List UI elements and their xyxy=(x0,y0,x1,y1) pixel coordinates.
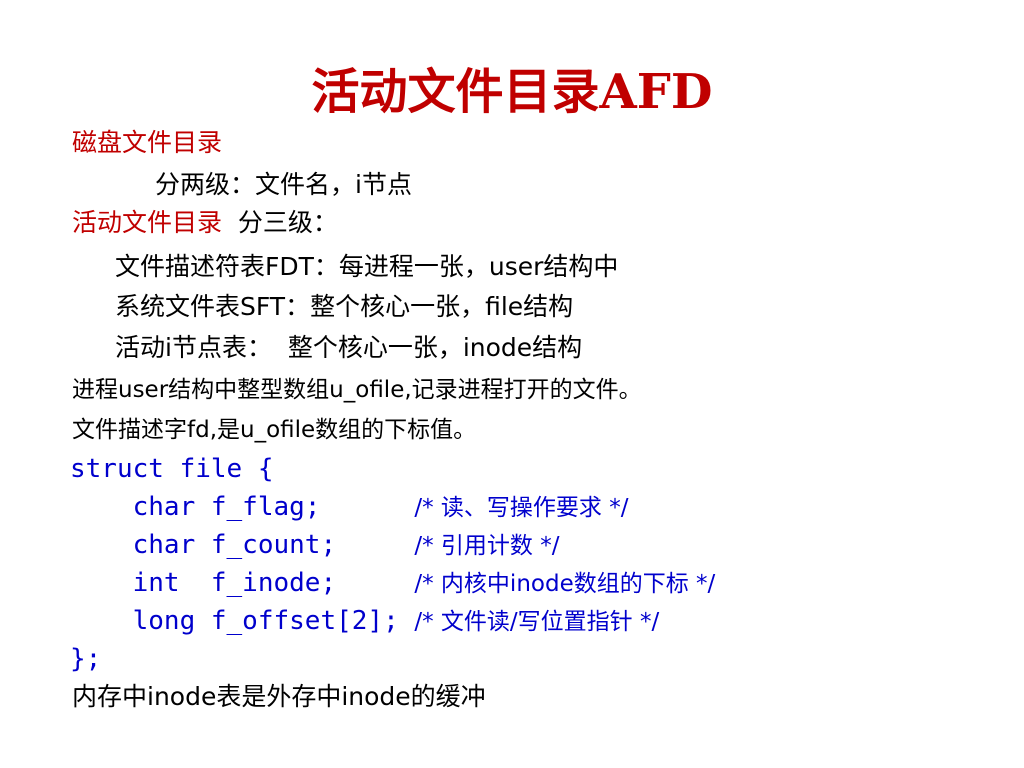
code-field-comment: /* 文件读/写位置指针 */ xyxy=(414,609,660,635)
disk-dir-detail: 分两级：文件名，i节点 xyxy=(155,170,412,199)
code-field-row: char f_count; /* 引用计数 */ xyxy=(70,526,560,565)
code-field-comment: /* 引用计数 */ xyxy=(414,533,560,559)
code-field-row: long f_offset[2]; /* 文件读/写位置指针 */ xyxy=(70,602,660,641)
code-struct-close: }; xyxy=(70,644,102,674)
footer-note: 内存中inode表是外存中inode的缓冲 xyxy=(72,682,486,711)
user-ofile-line: 进程user结构中整型数组u_ofile,记录进程打开的文件。 xyxy=(72,377,642,403)
active-dir-heading: 活动文件目录 xyxy=(72,208,223,237)
code-field-comment: /* 读、写操作要求 */ xyxy=(414,495,629,521)
code-field-decl: int f_inode; xyxy=(70,568,415,598)
code-field-row: int f_inode; /* 内核中inode数组的下标 */ xyxy=(70,564,716,603)
code-field-decl: char f_count; xyxy=(70,530,415,560)
inode-table-line: 活动i节点表： 整个核心一张，inode结构 xyxy=(115,333,583,362)
code-field-decl: long f_offset[2]; xyxy=(70,606,415,636)
code-struct-open: struct file { xyxy=(70,454,274,484)
active-dir-row: 活动文件目录 分三级： xyxy=(72,206,338,240)
code-field-decl: char f_flag; xyxy=(70,492,415,522)
sft-line: 系统文件表SFT：整个核心一张，file结构 xyxy=(115,292,574,321)
disk-dir-heading: 磁盘文件目录 xyxy=(72,128,223,157)
active-dir-levels: 分三级： xyxy=(237,208,338,237)
code-field-comment: /* 内核中inode数组的下标 */ xyxy=(414,571,716,597)
fdt-line: 文件描述符表FDT：每进程一张，user结构中 xyxy=(115,252,619,281)
code-field-row: char f_flag; /* 读、写操作要求 */ xyxy=(70,488,629,527)
fd-line: 文件描述字fd,是u_ofile数组的下标值。 xyxy=(72,417,477,443)
slide-title: 活动文件目录AFD xyxy=(311,64,713,120)
